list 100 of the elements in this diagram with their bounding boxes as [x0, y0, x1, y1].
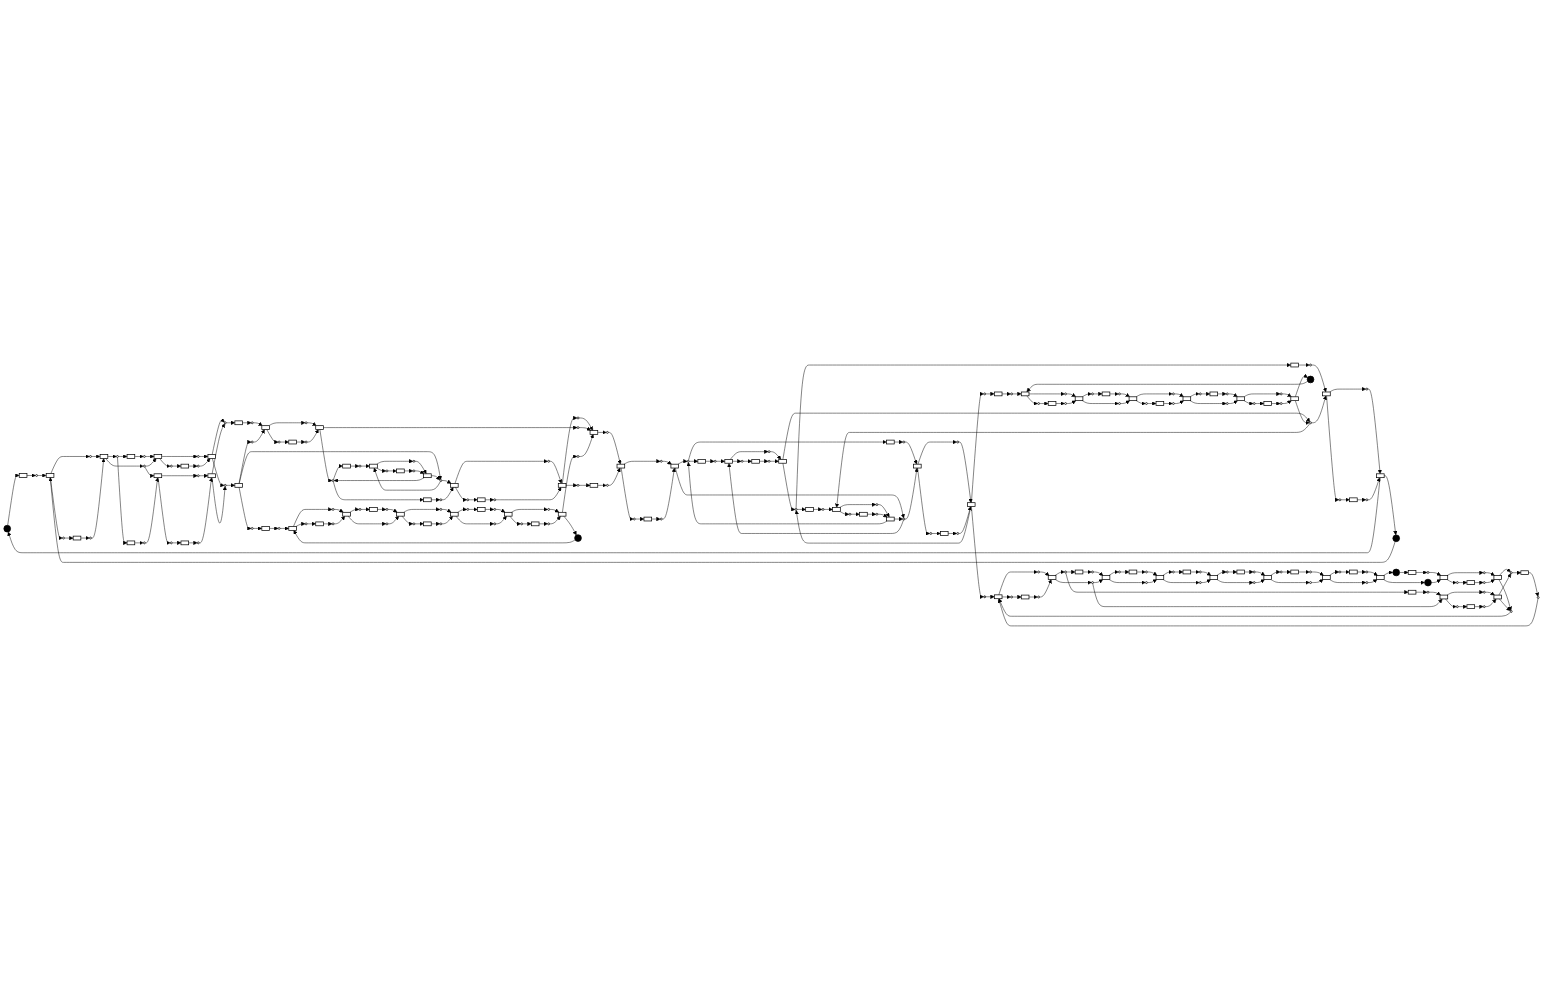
node-circle	[1091, 392, 1094, 396]
node-bar	[207, 454, 216, 459]
node-bar	[751, 459, 760, 464]
node-bar	[342, 511, 351, 517]
node-circle	[250, 440, 254, 444]
node-bar	[589, 483, 599, 488]
node-circle	[1252, 402, 1256, 405]
node-circle	[1482, 590, 1486, 594]
node-circle	[1482, 581, 1486, 584]
node-circle	[848, 512, 852, 516]
arrow	[1340, 569, 1350, 575]
node-bar	[450, 511, 459, 517]
node-circle	[767, 459, 771, 463]
arrow	[796, 507, 806, 512]
node-circle	[1365, 581, 1369, 584]
node-bar	[1493, 575, 1502, 580]
arrow	[145, 454, 155, 459]
arrow	[1174, 400, 1184, 405]
arrow	[1147, 401, 1157, 406]
node-bar	[1128, 569, 1138, 575]
node-bar	[1209, 391, 1218, 397]
node-circle	[956, 440, 960, 444]
node-bar	[967, 502, 976, 507]
node-circle	[493, 508, 497, 511]
node-bar	[1155, 575, 1165, 580]
node-bar	[396, 511, 405, 517]
arrow	[549, 508, 560, 513]
arrow	[414, 521, 424, 526]
arrow	[1039, 571, 1050, 576]
node-circle	[686, 459, 690, 463]
node-bar	[1263, 575, 1272, 580]
arrow	[1147, 579, 1157, 584]
node-bar	[1020, 594, 1030, 600]
node-circle	[1309, 363, 1312, 367]
node-circle	[358, 508, 362, 511]
node-bar	[1101, 575, 1111, 580]
node-circle	[1199, 570, 1202, 574]
node-bar	[1155, 401, 1165, 406]
node-bar	[72, 535, 82, 541]
arrow	[877, 513, 888, 518]
node-circle	[1536, 596, 1540, 599]
node-circle	[143, 455, 146, 458]
node-bar	[670, 463, 679, 469]
node-circle	[1172, 570, 1175, 574]
node-circle	[1172, 402, 1175, 405]
node-circle	[223, 484, 227, 487]
node-circle	[1509, 571, 1513, 575]
arrow	[333, 508, 344, 513]
node-circle	[1252, 581, 1256, 584]
node-circle	[1279, 570, 1283, 574]
node-bar	[859, 511, 868, 517]
arrow	[468, 507, 478, 512]
arrow	[1367, 579, 1378, 584]
arrow	[742, 459, 752, 464]
arrow	[495, 508, 506, 513]
node-bar	[180, 540, 189, 546]
node-bar	[1407, 589, 1417, 595]
arrow	[715, 459, 725, 464]
node-circle	[385, 469, 389, 473]
node-bar	[1376, 575, 1385, 580]
node-circle	[902, 440, 906, 444]
node-circle	[277, 527, 281, 530]
node-circle	[956, 532, 960, 535]
node-bar	[315, 425, 324, 430]
node-bar	[1047, 575, 1057, 580]
node-bar	[99, 454, 109, 459]
node-circle	[1145, 581, 1148, 584]
arrow	[387, 468, 397, 474]
arrow	[769, 459, 779, 464]
node-bar	[450, 483, 459, 488]
node-circle	[1225, 402, 1229, 405]
node-circle	[1426, 590, 1430, 594]
node-bar	[1439, 594, 1449, 600]
node-circle	[1010, 392, 1013, 396]
arrow	[252, 421, 263, 426]
node-bar	[832, 507, 841, 512]
node-bar	[1101, 391, 1111, 397]
node-circle	[466, 498, 470, 502]
arrow	[522, 521, 532, 526]
node-circle	[547, 522, 550, 526]
node-bar	[369, 463, 378, 469]
node-circle	[412, 469, 416, 473]
node-circle	[1199, 581, 1202, 584]
arrow	[360, 507, 370, 512]
node-bar	[1376, 473, 1385, 479]
arrow	[823, 507, 833, 512]
node-bar	[1322, 391, 1331, 397]
node-circle	[223, 421, 227, 425]
node-bar	[886, 439, 895, 445]
node-bar	[1466, 604, 1475, 609]
node-circle	[116, 455, 119, 458]
node-circle	[62, 536, 65, 540]
arrow	[985, 391, 995, 397]
node-circle	[1118, 402, 1121, 405]
node-bar	[423, 473, 432, 479]
arrow	[578, 426, 591, 431]
node-bar	[1128, 396, 1138, 401]
node-circle	[35, 474, 38, 477]
node-circle	[1482, 605, 1486, 608]
node-circle	[170, 541, 173, 545]
